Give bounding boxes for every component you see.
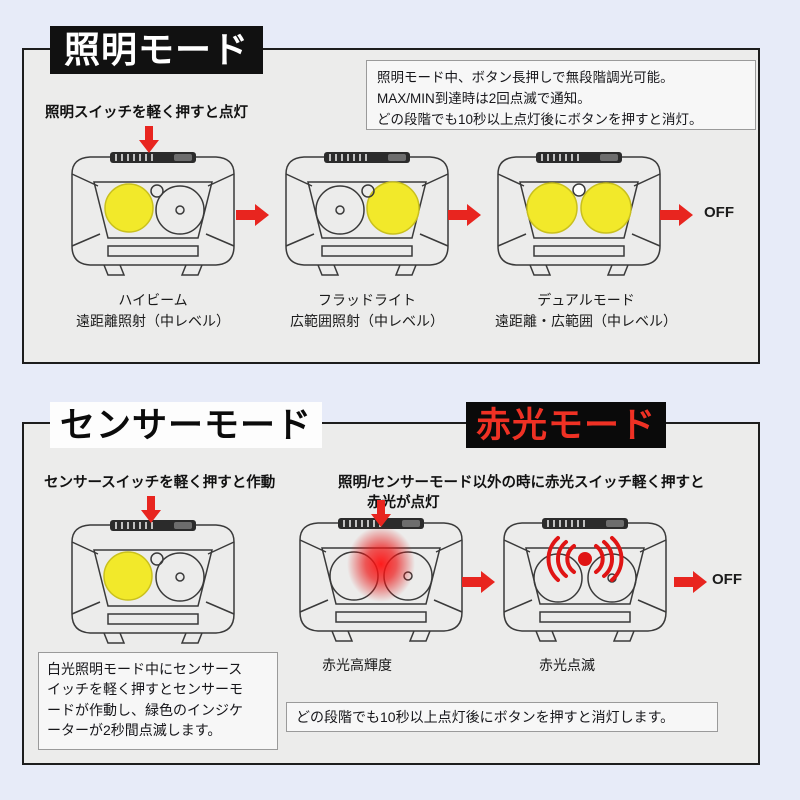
lamp-caption-detail: 広範囲照射（中レベル） <box>290 313 444 329</box>
lamp-caption-name: フラッドライト <box>318 292 416 308</box>
red-mode-note: どの段階でも10秒以上点灯後にボタンを押すと消灯します。 <box>286 702 718 732</box>
lamp-caption-name: ハイビーム <box>118 292 188 308</box>
lamp-caption-dual: デュアルモード遠距離・広範囲（中レベル） <box>462 290 710 332</box>
lighting-switch-caption: 照明スイッチを軽く押すと点灯 <box>45 105 248 121</box>
arrow-right-icon <box>236 204 269 226</box>
sensor-mode-title: センサーモード <box>50 402 323 448</box>
arrow-right-icon <box>448 204 481 226</box>
headlamp-red-high-brightness <box>299 518 463 642</box>
lighting-off-label: OFF <box>704 204 734 221</box>
lamp-caption-flood: フラッドライト広範囲照射（中レベル） <box>252 290 482 332</box>
sensor-mode-note: 白光照明モード中にセンサース イッチを軽く押すとセンサーモ ードが作動し、緑色の… <box>38 652 278 750</box>
headlamp-flood-light <box>285 152 449 276</box>
arrow-down-icon <box>141 496 161 523</box>
lamp-caption-red-blink: 赤光点滅 <box>539 657 595 673</box>
lamp-caption-high-beam: ハイビーム遠距離照射（中レベル） <box>38 290 268 332</box>
lamp-caption-name: デュアルモード <box>537 292 635 308</box>
lighting-mode-note: 照明モード中、ボタン長押しで無段階調光可能。 MAX/MIN到達時は2回点滅で通… <box>366 60 756 130</box>
arrow-right-icon <box>660 204 693 226</box>
red-mode-title: 赤光モード <box>466 402 667 448</box>
lighting-mode-title: 照明モード <box>50 26 264 74</box>
lamp-caption-detail: 遠距離・広範囲（中レベル） <box>495 313 677 329</box>
headlamp-sensor-mode <box>71 520 235 644</box>
lamp-caption-red-high: 赤光高輝度 <box>322 657 392 673</box>
red-off-label: OFF <box>712 571 742 588</box>
lamp-caption-detail: 遠距離照射（中レベル） <box>76 313 230 329</box>
red-switch-caption: 照明/センサーモード以外の時に赤光スイッチ軽く押すと 赤光が点灯 <box>338 475 705 511</box>
arrow-down-icon <box>139 126 159 153</box>
sensor-switch-caption: センサースイッチを軽く押すと作動 <box>44 475 276 491</box>
arrow-right-icon <box>674 571 707 593</box>
arrow-right-icon <box>462 571 495 593</box>
headlamp-red-blink <box>503 518 667 642</box>
arrow-down-icon <box>371 500 391 527</box>
headlamp-high-beam <box>71 152 235 276</box>
headlamp-dual-mode <box>497 152 661 276</box>
